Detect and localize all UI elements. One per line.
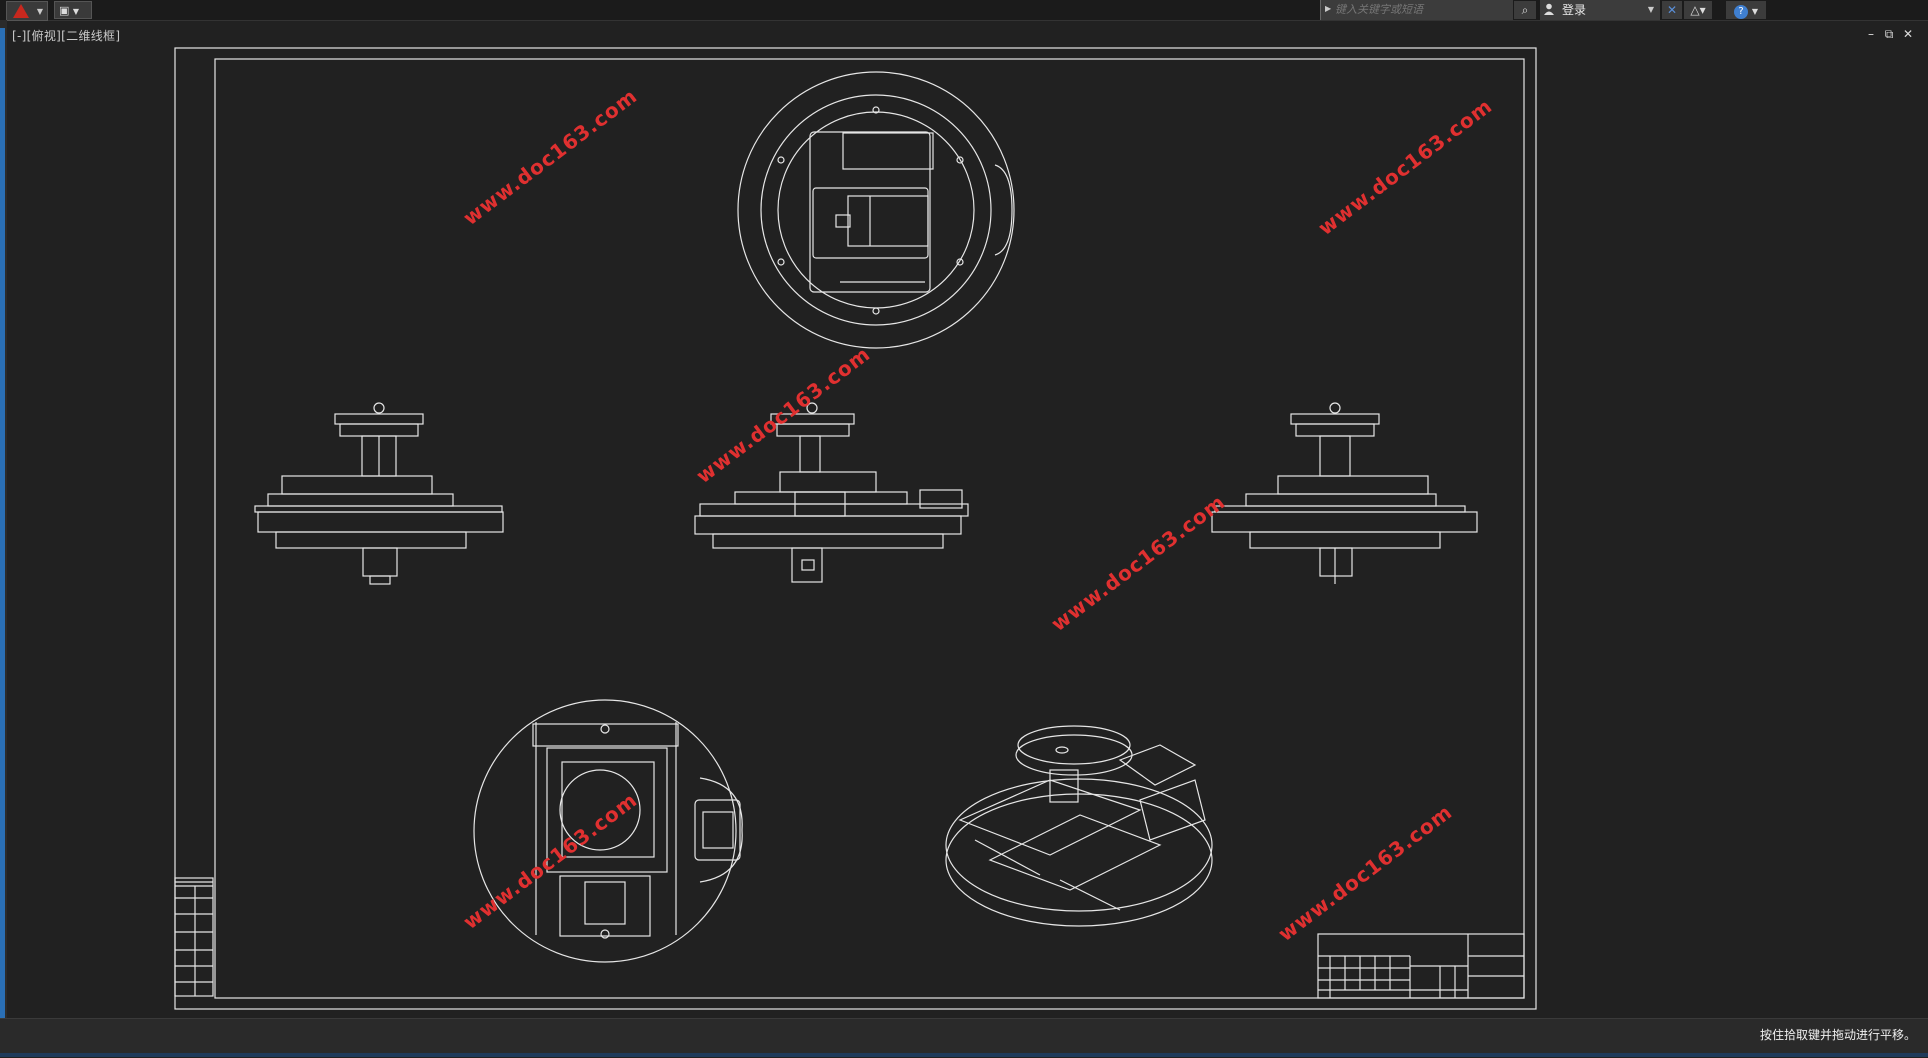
search-box: ▶ bbox=[1320, 0, 1513, 20]
restore-drawing-button[interactable]: ⧉ bbox=[1884, 27, 1894, 41]
watermark-text: www.doc163.com bbox=[692, 342, 875, 488]
login-label: 登录 bbox=[1562, 3, 1587, 17]
watermark-text: www.doc163.com bbox=[459, 788, 642, 934]
bottom-view-drawing bbox=[473, 699, 743, 963]
viewport-controls-label[interactable]: [-][俯视][二维线框] bbox=[12, 29, 121, 43]
login-button[interactable]: 登录 ▼ bbox=[1540, 0, 1660, 20]
search-input[interactable] bbox=[1335, 2, 1505, 17]
binding-table bbox=[174, 877, 214, 997]
exchange-x-icon: ✕ bbox=[1666, 3, 1678, 17]
front-view-drawing bbox=[694, 402, 969, 583]
status-message: 按住拾取键并拖动进行平移。 bbox=[1759, 1028, 1916, 1042]
left-palette-strip bbox=[0, 20, 7, 1028]
top-toolbar: ▼ ▣ ▼ ▶ ⌕ 登录 ▼ ✕ △▾ ? ▼ bbox=[0, 0, 1928, 21]
taskbar-strip bbox=[0, 1053, 1928, 1057]
top-view-drawing bbox=[737, 71, 1015, 349]
minimize-drawing-button[interactable]: – bbox=[1868, 27, 1874, 41]
status-bar: 按住拾取键并拖动进行平移。 bbox=[0, 1018, 1928, 1057]
sheet-outer-border bbox=[174, 47, 1537, 1010]
chevron-down-icon: ▼ bbox=[1647, 5, 1654, 14]
chevron-down-icon: ▼ bbox=[1751, 7, 1758, 16]
left-view-drawing bbox=[254, 402, 504, 585]
quick-access-button[interactable]: ▣ ▼ bbox=[54, 1, 92, 19]
watermark-text: www.doc163.com bbox=[1314, 94, 1497, 240]
help-button[interactable]: ? ▼ bbox=[1726, 1, 1766, 19]
binoculars-icon: ⌕ bbox=[1521, 3, 1529, 17]
chevron-down-icon: ▼ bbox=[72, 7, 80, 16]
palette-accent bbox=[0, 28, 5, 1028]
chevron-down-icon: ▼ bbox=[36, 7, 43, 16]
autocad-logo-icon bbox=[13, 4, 29, 18]
binoculars-search-button[interactable]: ⌕ bbox=[1514, 1, 1536, 19]
isometric-view-drawing bbox=[945, 725, 1213, 927]
right-view-drawing bbox=[1211, 402, 1478, 584]
exchange-button[interactable]: ✕ bbox=[1662, 1, 1682, 19]
help-icon: ? bbox=[1734, 5, 1748, 19]
watermark-text: www.doc163.com bbox=[459, 84, 642, 230]
close-drawing-button[interactable]: ✕ bbox=[1902, 27, 1914, 41]
expand-arrow-icon[interactable]: ▶ bbox=[1325, 4, 1332, 13]
triangle-connect-icon: △▾ bbox=[1690, 3, 1706, 17]
save-icon: ▣ bbox=[59, 4, 70, 17]
sheet-inner-border bbox=[214, 58, 1525, 999]
application-menu-button[interactable]: ▼ bbox=[6, 1, 48, 21]
user-icon bbox=[1544, 3, 1554, 15]
watermark-text: www.doc163.com bbox=[1047, 490, 1230, 636]
title-block bbox=[1317, 933, 1525, 999]
connect-button[interactable]: △▾ bbox=[1684, 1, 1712, 19]
watermark-text: www.doc163.com bbox=[1274, 800, 1457, 946]
